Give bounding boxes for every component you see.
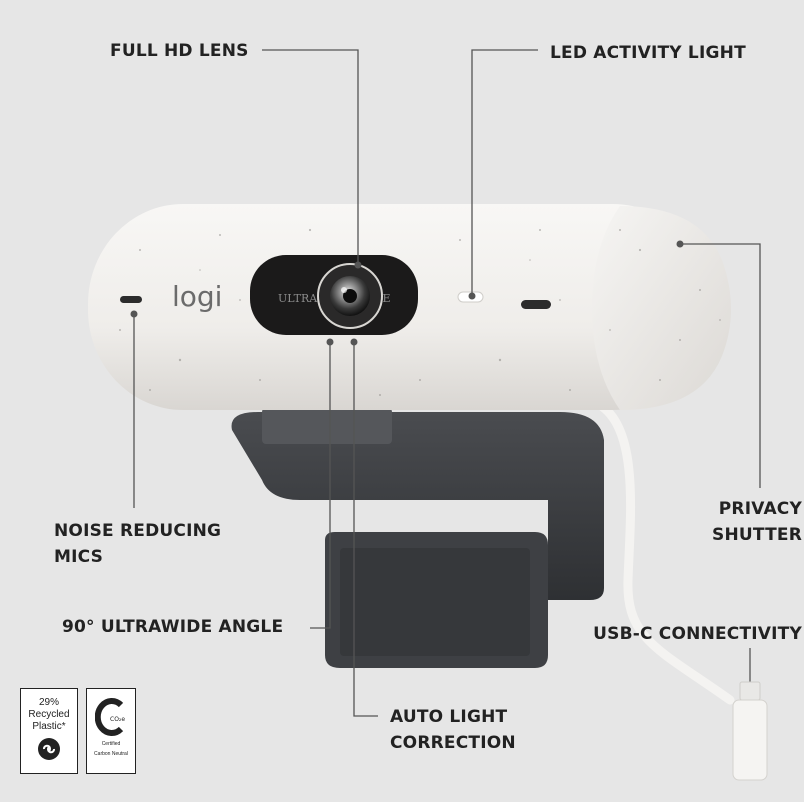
recycle-icon — [38, 738, 60, 760]
label-full-hd-lens: FULL HD LENS — [110, 41, 249, 61]
callout-dots — [130, 240, 684, 346]
mic-right-icon — [521, 300, 551, 309]
speckle-texture — [119, 228, 721, 396]
webcam-body: ULTRA WIDE logi — [88, 204, 731, 410]
logi-logo: logi — [172, 280, 222, 313]
mic-left-icon — [120, 296, 142, 303]
label-led-activity-light: LED ACTIVITY LIGHT — [550, 43, 746, 63]
carbon-c-icon: CO₂e — [95, 698, 125, 736]
privacy-shutter-cap — [592, 206, 731, 410]
ultra-label: ULTRA — [278, 292, 318, 305]
label-ultrawide-angle: 90° ULTRAWIDE ANGLE — [62, 617, 284, 637]
recycled-plastic-badge: 29% Recycled Plastic* — [20, 688, 78, 774]
svg-text:CO₂e: CO₂e — [110, 716, 125, 723]
monitor-mount — [231, 408, 604, 668]
callout-lines — [133, 49, 761, 717]
label-usb-c: USB-C CONNECTIVITY — [593, 624, 802, 644]
usb-c-plug-icon — [732, 681, 768, 781]
carbon-neutral-badge: CO₂e Certified Carbon Neutral — [86, 688, 136, 774]
usb-cable — [595, 400, 735, 705]
